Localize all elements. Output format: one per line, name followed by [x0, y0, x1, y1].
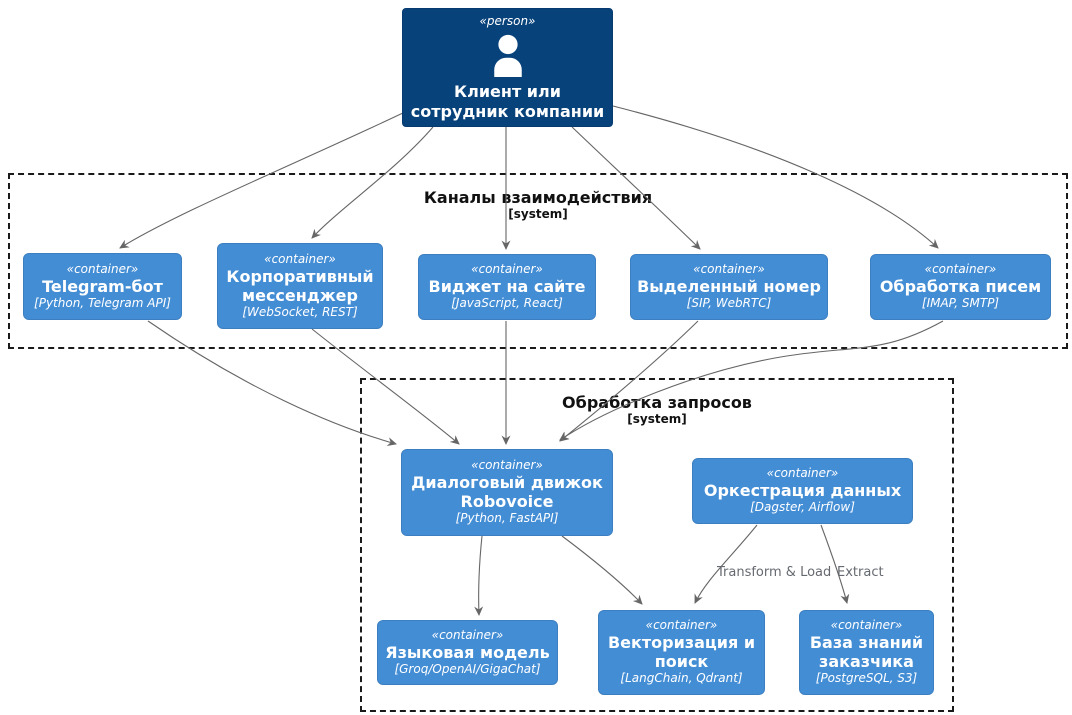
person-node-client: «person» Клиент или сотрудник компании: [402, 8, 613, 127]
container-orchestration-title: Оркестрация данных: [703, 481, 902, 501]
container-vector-title: Векторизация и поиск: [607, 633, 756, 672]
person-icon: [486, 32, 530, 78]
container-dialog-tech: [Python, FastAPI]: [455, 511, 559, 526]
edge-orchestration-kb: [820, 524, 850, 604]
boundary-channels-title: Каналы взаимодействия: [423, 188, 653, 207]
edge-messenger-dialog: [311, 328, 460, 445]
container-telegram-bot: «container» Telegram-бот [Python, Telegr…: [23, 253, 182, 320]
container-dialog-stereotype: «container»: [471, 458, 543, 473]
container-orchestration-tech: [Dagster, Airflow]: [750, 500, 855, 515]
boundary-processing-title: Обработка запросов: [562, 393, 752, 412]
container-vector-stereotype: «container»: [645, 618, 718, 633]
edge-person-email: [612, 105, 939, 249]
container-knowledge-base: «container» База знаний заказчика [Postg…: [799, 610, 934, 695]
container-kb-stereotype: «container»: [830, 618, 903, 633]
container-email-stereotype: «container»: [924, 262, 997, 277]
edge-dialog-llm: [474, 535, 484, 616]
container-telegram-title: Telegram-бот: [42, 276, 163, 296]
edge-orchestration-vector: [694, 524, 758, 604]
boundary-processing-type: [system]: [627, 412, 687, 427]
container-corporate-messenger: «container» Корпоративный мессенджер [We…: [217, 243, 383, 329]
boundary-processing-label: Обработка запросов [system]: [362, 393, 952, 427]
container-telegram-stereotype: «container»: [66, 261, 139, 276]
container-llm-tech: [Groq/OpenAI/GigaChat]: [394, 661, 541, 676]
edge-person-telegram: [119, 111, 406, 249]
person-title: Клиент или сотрудник компании: [410, 82, 605, 121]
container-dialog-title: Диалоговый движок Robovoice: [411, 473, 603, 512]
container-phone-stereotype: «container»: [693, 262, 765, 277]
edge-phone-dialog: [559, 320, 699, 442]
container-dedicated-number: «container» Выделенный номер [SIP, WebRT…: [630, 254, 828, 320]
container-widget-title: Виджет на сайте: [428, 277, 586, 297]
boundary-channels-type: [system]: [508, 207, 568, 222]
container-vector-tech: [LangChain, Qdrant]: [620, 671, 743, 686]
edge-label-transform-load: Transform & Load: [717, 565, 832, 580]
container-site-widget: «container» Виджет на сайте [JavaScript,…: [418, 254, 596, 320]
container-email-processing: «container» Обработка писем [IMAP, SMTP]: [870, 254, 1051, 320]
container-kb-tech: [PostgreSQL, S3]: [815, 671, 918, 686]
container-messenger-title: Корпоративный мессенджер: [226, 266, 374, 305]
edge-person-phone: [571, 126, 701, 250]
container-llm-stereotype: «container»: [431, 627, 504, 642]
container-vector-search: «container» Векторизация и поиск [LangCh…: [598, 610, 765, 695]
container-kb-title: База знаний заказчика: [809, 633, 924, 672]
container-widget-stereotype: «container»: [471, 262, 543, 277]
boundary-processing: Обработка запросов [system]: [360, 378, 954, 712]
edge-dialog-vector: [561, 535, 643, 605]
container-email-title: Обработка писем: [879, 277, 1042, 297]
container-messenger-tech: [WebSocket, REST]: [242, 304, 358, 319]
container-phone-tech: [SIP, WebRTC]: [686, 296, 772, 311]
container-phone-title: Выделенный номер: [637, 277, 821, 297]
container-dialog-engine: «container» Диалоговый движок Robovoice …: [401, 449, 613, 536]
container-telegram-tech: [Python, Telegram API]: [34, 295, 171, 310]
boundary-channels-label: Каналы взаимодействия [system]: [10, 188, 1066, 222]
person-stereotype: «person»: [479, 14, 536, 29]
edge-label-extract: Extract: [837, 565, 884, 580]
boundary-channels: Каналы взаимодействия [system]: [8, 173, 1068, 349]
container-language-model: «container» Языковая модель [Groq/OpenAI…: [377, 620, 558, 685]
edge-telegram-dialog: [147, 320, 397, 447]
container-data-orchestration: «container» Оркестрация данных [Dagster,…: [692, 458, 913, 524]
edge-person-messenger: [311, 126, 434, 239]
container-llm-title: Языковая модель: [385, 642, 550, 662]
container-email-tech: [IMAP, SMTP]: [921, 296, 1000, 311]
edge-email-dialog: [559, 320, 944, 441]
container-widget-tech: [JavaScript, React]: [451, 296, 563, 311]
container-orchestration-stereotype: «container»: [766, 466, 839, 481]
container-messenger-stereotype: «container»: [264, 251, 336, 266]
